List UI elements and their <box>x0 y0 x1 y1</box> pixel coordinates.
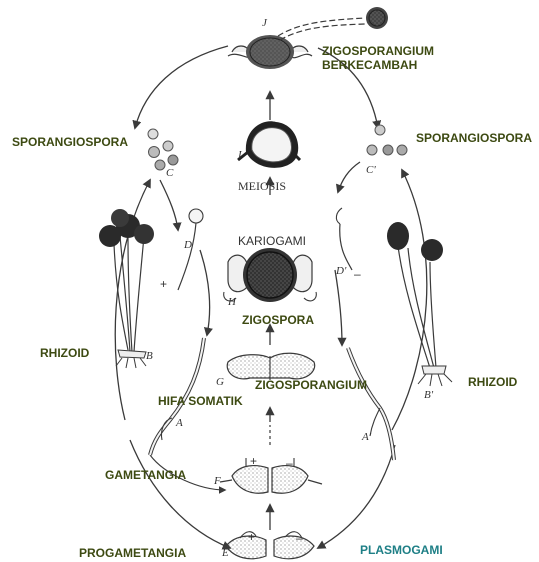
stage-letter-d-prime: D' <box>336 266 346 277</box>
stage-letter-g: G <box>216 377 224 388</box>
label-progametangia: PROGAMETANGIA <box>79 547 186 560</box>
somatic-hypha-right <box>348 348 394 460</box>
label-plasmogami: PLASMOGAMI <box>360 544 443 557</box>
cycle-arrow-right-hypha-down <box>335 270 342 345</box>
mating-sign-minus-f: – <box>286 457 293 469</box>
cycle-arrow-left-spore-down <box>160 180 178 230</box>
label-zigosporangium-berkecambah-2: BERKECAMBAH <box>322 59 417 72</box>
cycle-arrow-top-left <box>135 46 228 128</box>
label-meiosis: MEIOSIS <box>238 180 286 193</box>
mating-sign-plus-e: + <box>248 531 255 543</box>
cycle-arrow-left-bottom <box>130 440 230 548</box>
stage-letter-a-prime: A' <box>362 432 371 443</box>
stage-letter-b: B <box>146 351 153 362</box>
stage-letter-a: A <box>176 418 183 429</box>
mating-sign-minus-e: – <box>296 532 303 544</box>
cycle-arrow-right-bottom <box>318 445 395 548</box>
sporangiospores-left <box>148 129 178 170</box>
cycle-arrow-left-hypha-down <box>200 250 210 335</box>
label-zigosporangium: ZIGOSPORANGIUM <box>255 379 367 392</box>
cycle-arrow-right-spore-down <box>338 162 360 192</box>
mating-sign-plus-f: + <box>250 455 257 467</box>
gametangia-pair <box>220 458 322 493</box>
label-zigospora: ZIGOSPORA <box>242 314 314 327</box>
stage-letter-b-prime: B' <box>424 390 433 401</box>
label-gametangia: GAMETANGIA <box>105 469 186 482</box>
stage-letter-h: H <box>228 297 236 308</box>
germinating-spore-right <box>336 208 352 270</box>
stage-letter-i: I <box>238 150 242 161</box>
label-kariogami: KARIOGAMI <box>238 235 306 248</box>
stage-letter-c-prime: C' <box>366 165 376 176</box>
stage-letter-d: D <box>184 240 192 251</box>
label-hifa-somatik: HIFA SOMATIK <box>158 395 243 408</box>
sporangiophores-left <box>99 209 154 368</box>
mating-sign-plus-d: + <box>160 278 167 290</box>
stage-letter-c: C <box>166 168 173 179</box>
stage-letter-j: J <box>262 18 267 29</box>
label-rhizoid-right: RHIZOID <box>468 376 517 389</box>
label-sporangiospora-right: SPORANGIOSPORA <box>416 132 532 145</box>
stage-letter-e: E <box>222 548 229 559</box>
sporangiophores-right <box>387 222 452 386</box>
label-zigosporangium-berkecambah-1: ZIGOSPORANGIUM <box>322 45 434 58</box>
young-zygosporangium <box>227 353 314 380</box>
sporangiospores-right <box>367 125 407 155</box>
label-rhizoid-left: RHIZOID <box>40 347 89 360</box>
zygospore-with-suspensors <box>224 248 317 302</box>
mating-sign-minus-d: – <box>354 268 361 280</box>
label-sporangiospora-left: SPORANGIOSPORA <box>12 136 128 149</box>
stage-letter-f: F <box>214 476 221 487</box>
meiosis-zygospore <box>238 121 300 168</box>
